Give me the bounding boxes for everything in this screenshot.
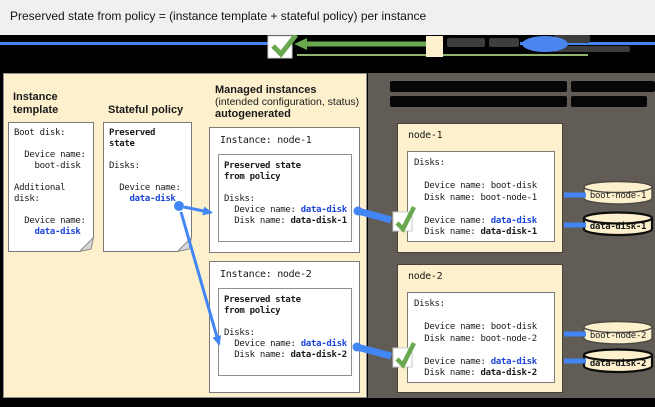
disk-cylinder-boot-node-2: boot-node-2 — [581, 319, 655, 347]
managed-instances-heading-line1: Managed instances — [215, 84, 317, 96]
instance-template-text: Boot disk: Device name: boot-disk Additi… — [14, 128, 86, 237]
diagram-canvas: Instance template Stateful policy Manage… — [0, 35, 655, 407]
disk-cylinder-icon — [582, 348, 654, 374]
stateful-policy-label: Stateful policy — [108, 104, 184, 116]
disk-label: boot-node-1 — [589, 191, 647, 201]
instance-template-note: Boot disk: Device name: boot-disk Additi… — [8, 122, 94, 252]
managed-instances-heading-line2: (intended configuration, status) — [215, 96, 360, 108]
disk-label: data-disk-2 — [589, 359, 647, 369]
folded-corner-icon — [79, 237, 94, 252]
disk-cylinder-icon — [582, 211, 654, 237]
disk-cylinder-icon — [583, 180, 653, 205]
disk-cylinder-data-disk-2: data-disk-2 — [581, 347, 655, 375]
obscured-heading-text — [571, 96, 647, 107]
title-bar: Preserved state from policy = (instance … — [0, 0, 655, 35]
vm-disks-text: Disks: Device name: boot-disk Disk name:… — [414, 299, 537, 378]
disk-cylinder-icon — [583, 320, 653, 345]
vm-disks-box-node-1: Disks: Device name: boot-disk Disk name:… — [407, 151, 555, 242]
managed-instances-heading: Managed instances (intended configuratio… — [215, 84, 365, 120]
disk-label: data-disk-1 — [589, 222, 647, 232]
vm-node-2: node-2 Disks: Device name: boot-disk Dis… — [397, 264, 563, 393]
vm-disks-box-node-2: Disks: Device name: boot-disk Disk name:… — [407, 292, 555, 383]
disk-cylinder-data-disk-1: data-disk-1 — [581, 210, 655, 238]
disk-label: boot-node-2 — [589, 331, 647, 341]
page-title: Preserved state from policy = (instance … — [10, 9, 427, 23]
managed-instances-heading-line3: autogenerated — [215, 108, 291, 120]
vm-node-1: node-1 Disks: Device name: boot-disk Dis… — [397, 123, 563, 253]
folded-corner-icon — [177, 237, 192, 252]
obscured-heading-text — [390, 81, 567, 92]
managed-instance-title: Instance: node-1 — [220, 135, 312, 146]
vm-disks-text: Disks: Device name: boot-disk Disk name:… — [414, 158, 537, 237]
vm-node-name: node-1 — [408, 130, 443, 141]
managed-instance-title: Instance: node-2 — [220, 269, 312, 280]
disk-cylinder-boot-node-1: boot-node-1 — [581, 179, 655, 207]
obscured-heading-text — [571, 81, 655, 92]
obscured-heading-text — [390, 96, 567, 107]
instance-template-label: Instance template — [13, 91, 59, 116]
vm-node-name: node-2 — [408, 271, 443, 282]
